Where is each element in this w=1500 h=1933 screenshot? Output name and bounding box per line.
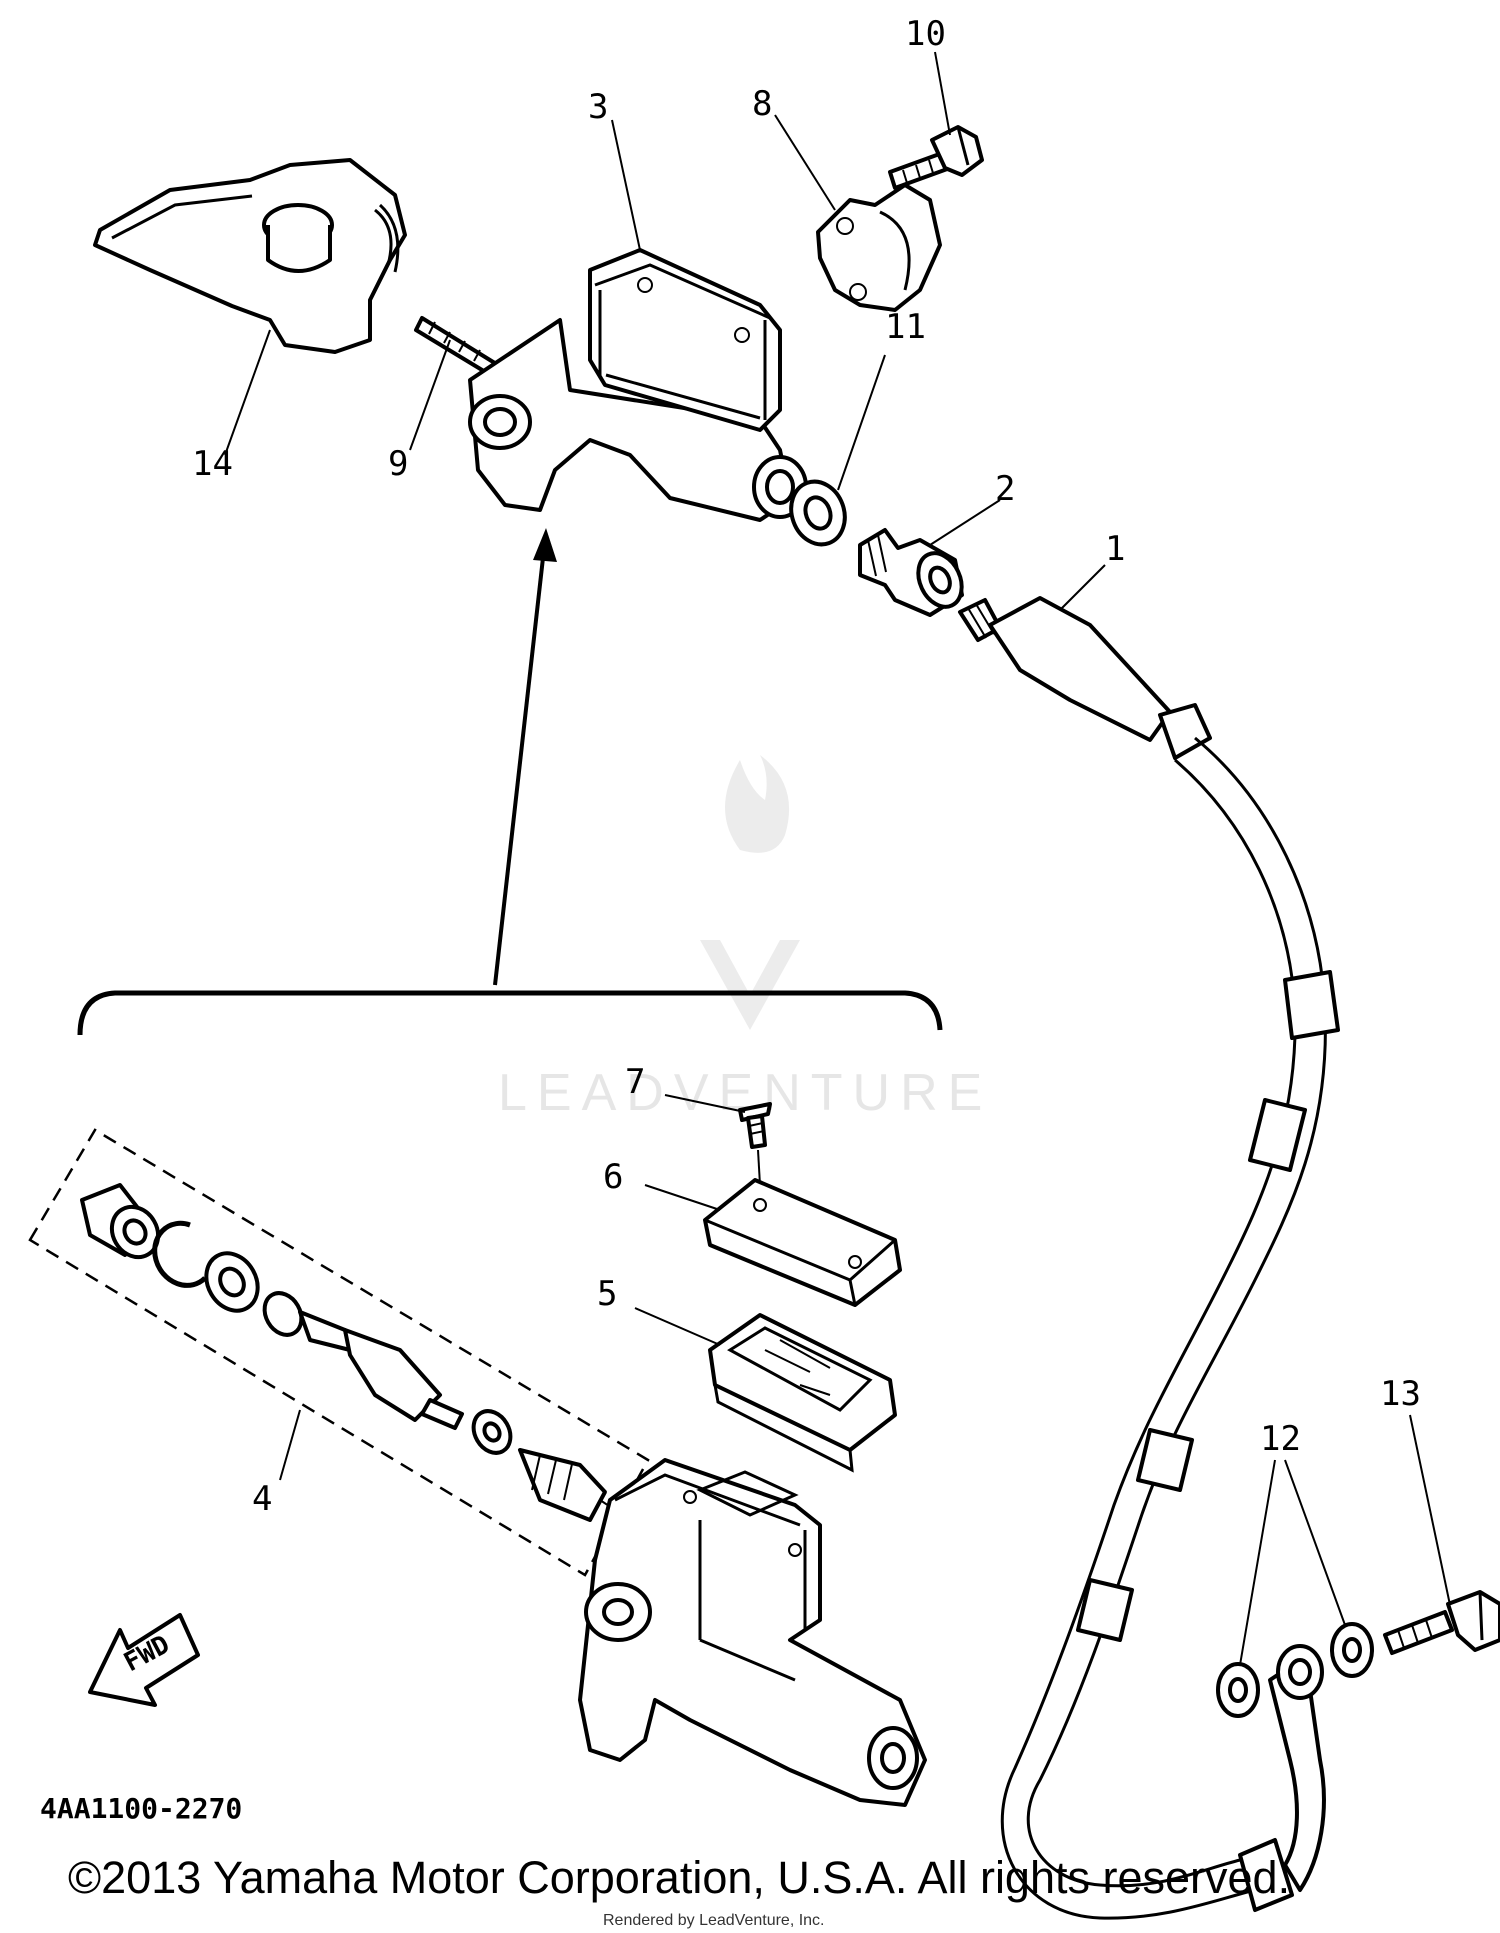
- callout-4: 4: [252, 1479, 272, 1519]
- part-plate: [703, 1178, 902, 1307]
- leader-lines: [224, 51, 1451, 1666]
- callout-11: 11: [885, 307, 926, 347]
- callout-12: 12: [1260, 1419, 1301, 1459]
- callout-8: 8: [752, 84, 772, 124]
- callout-6: 6: [603, 1157, 623, 1197]
- part-screw: [738, 1102, 772, 1186]
- part-brake-hose: [958, 596, 1340, 1920]
- fwd-arrow-icon: [88, 1613, 200, 1707]
- part-bolt-top: [888, 125, 984, 190]
- part-union-bolt: [1383, 1590, 1500, 1655]
- rendered-by-notice: Rendered by LeadVenture, Inc.: [603, 1912, 825, 1929]
- callout-13: 13: [1380, 1374, 1421, 1414]
- part-gasket-upper: [789, 479, 847, 547]
- callout-7: 7: [625, 1062, 645, 1102]
- callout-10: 10: [905, 14, 946, 54]
- watermark-logo-icon: [700, 755, 800, 1030]
- watermark: LEADVENTURE: [498, 755, 982, 1122]
- part-holder: [816, 183, 942, 312]
- part-piston-kit: [28, 1128, 650, 1577]
- part-lever-cover: [93, 158, 407, 354]
- direction-indicator: FWD: [88, 1613, 200, 1707]
- inset-pointer: [493, 528, 557, 986]
- part-gasket-lower: [1216, 1622, 1374, 1718]
- callout-14: 14: [192, 444, 233, 484]
- callout-labels: 1 2 3 4 5 6 7 8 9 10 11 12 13 14: [192, 14, 1421, 1519]
- part-diaphragm: [708, 1313, 897, 1473]
- callout-1: 1: [1105, 529, 1125, 569]
- part-master-cylinder-open: [578, 1458, 927, 1807]
- part-hose-joint: [858, 528, 964, 617]
- copyright-notice: ©2013 Yamaha Motor Corporation, U.S.A. A…: [68, 1852, 1290, 1903]
- part-master-cylinder: [468, 248, 808, 522]
- callout-2: 2: [995, 469, 1015, 509]
- callout-9: 9: [388, 444, 408, 484]
- drawing-code: 4AA1100-2270: [40, 1792, 242, 1825]
- inset-bracket: [77, 990, 943, 1036]
- callout-5: 5: [597, 1274, 617, 1314]
- callout-3: 3: [588, 87, 608, 127]
